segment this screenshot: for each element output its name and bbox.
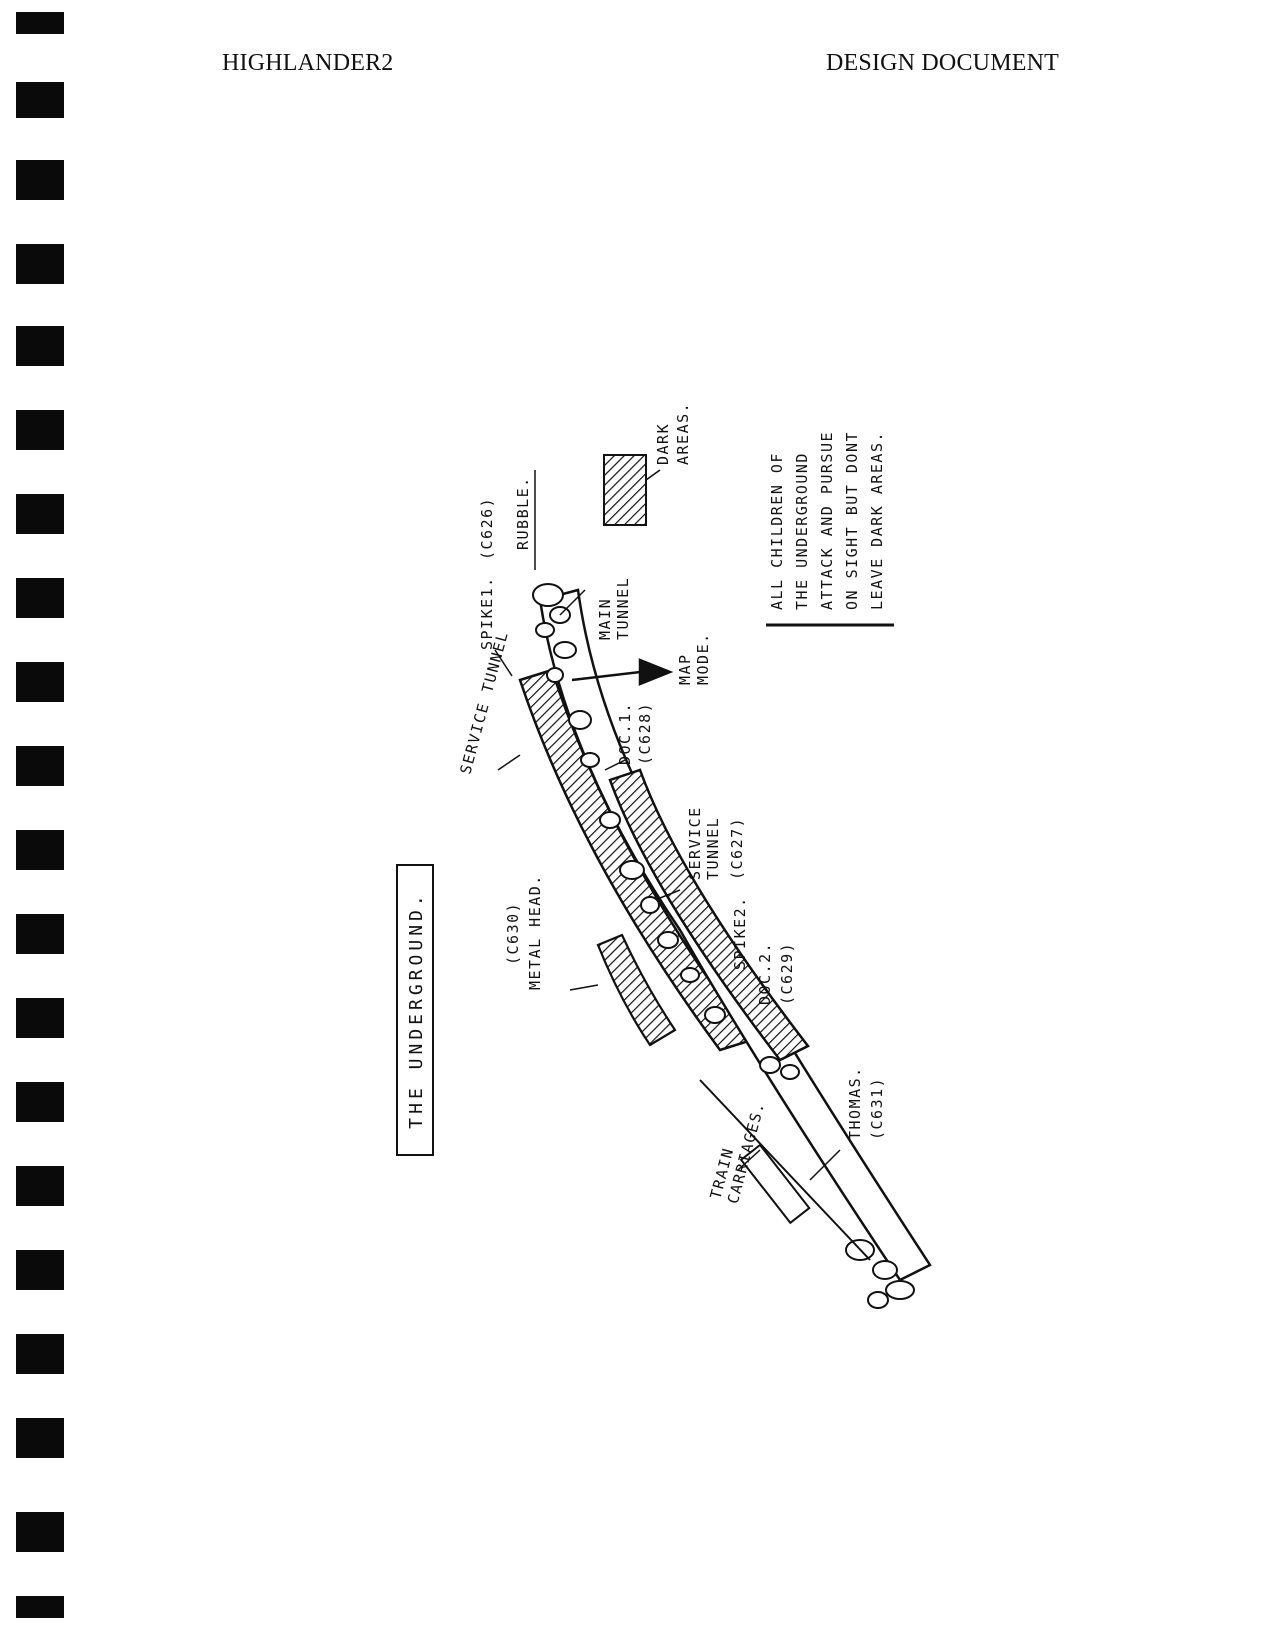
legend-label-2: AREAS. [674,402,692,465]
train-carriages [699,1079,871,1261]
label-service-tunnel-1: SERVICE TUNNEL [456,629,512,776]
binding-hole [16,1166,64,1206]
label-map-mode-1: MAP [676,653,694,685]
header-document-type: DESIGN DOCUMENT [826,50,1059,76]
binding-hole [16,830,64,870]
legend-dark-areas: DARK AREAS. [603,402,692,526]
sketch-title: THE UNDERGROUND. [406,891,427,1128]
binding-hole [16,160,64,200]
binding-hole [16,410,64,450]
label-metal-head-code: (C630) [504,902,522,965]
label-spike1: SPIKE1. [478,576,496,650]
label-thomas-code: (C631) [868,1077,886,1140]
binding-hole [16,326,64,366]
label-metal-head: METAL HEAD. [526,874,544,990]
note-line-5: LEAVE DARK AREAS. [868,431,886,610]
label-main-tunnel-2: TUNNEL [614,577,632,640]
binding-hole [16,1596,64,1618]
binding-hole [16,914,64,954]
binding-hole [16,1334,64,1374]
label-thomas: THOMAS. [846,1066,864,1140]
sketch-note: ALL CHILDREN OF THE UNDERGROUND ATTACK A… [766,431,894,627]
label-spike2: SPIKE2. [731,896,749,970]
label-spike2-code: (C627) [728,817,746,880]
label-doc2-code: (C629) [778,942,796,1005]
label-doc1: DOC.1. [616,702,634,765]
label-doc1-code: (C628) [636,702,654,765]
note-line-3: ATTACK AND PURSUE [818,431,836,610]
label-map-mode-2: MODE. [694,632,712,685]
header-title: HIGHLANDER2 [222,50,394,76]
label-doc2: DOC.2. [756,942,774,1005]
binding-hole [16,746,64,786]
sketch-title-box: THE UNDERGROUND. [396,864,434,1156]
binding-hole [16,998,64,1038]
spiral-binding [0,0,80,1650]
note-line-4: ON SIGHT BUT DONT [843,431,861,610]
binding-hole [16,494,64,534]
legend-label-1: DARK [654,423,672,465]
map-mode-arrow [571,658,674,686]
note-line-2: THE UNDERGROUND [793,452,811,610]
label-spike1-code: (C626) [478,497,496,560]
service-tunnel-lower [608,768,810,1062]
binding-hole [16,82,64,118]
binding-hole [16,12,64,34]
label-service-tunnel-2b: TUNNEL [704,817,722,880]
binding-hole [16,1512,64,1552]
leader-lines [494,470,841,1181]
label-service-tunnel-2a: SERVICE [686,806,704,880]
metal-head-branch [596,933,677,1047]
note-line-1: ALL CHILDREN OF [768,452,786,610]
binding-hole [16,1418,64,1458]
binding-hole [16,244,64,284]
binding-hole [16,1250,64,1290]
label-main-tunnel-1: MAIN [596,598,614,640]
binding-hole [16,1082,64,1122]
label-rubble: RUBBLE. [514,476,532,550]
binding-hole [16,578,64,618]
binding-hole [16,662,64,702]
